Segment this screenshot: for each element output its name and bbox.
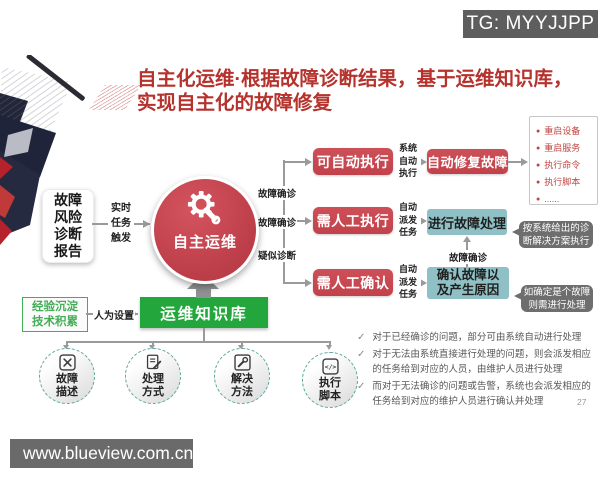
footer-url-bar: www.blueview.com.cn <box>10 439 193 468</box>
action-item: 重启设备 <box>536 123 597 140</box>
bubble-tail <box>512 228 520 236</box>
kb-item-fault-description: 故障 描述 <box>39 348 95 404</box>
arrowhead-down <box>149 345 155 350</box>
arrowhead-right <box>420 216 427 225</box>
arrowhead-right <box>305 278 312 287</box>
arrowhead-down <box>326 345 332 350</box>
connector-line <box>66 341 68 346</box>
wrench-icon <box>233 353 251 371</box>
connector-line <box>152 341 154 346</box>
fault-risk-report-box: 故障 风险 诊断 报告 <box>42 189 94 263</box>
confirm-arrow-label: 故障确诊 <box>448 250 489 264</box>
connector-line <box>66 341 330 343</box>
note-item: ✓ 而对于无法确诊的问题或告警，系统也会派发相应的任务给到对应的维护人员进行确认… <box>357 379 599 410</box>
up-arrow-stem <box>196 288 211 298</box>
trigger-labels: 实时 任务 触发 <box>108 201 134 246</box>
kb-item-solution: 解决 方法 <box>214 348 270 404</box>
check-icon: ✓ <box>357 332 366 343</box>
callout-if-confirmed: 如确定是个故障 则需进行处理 <box>514 285 593 312</box>
mid-label-dispatch-2: 自动 派发 任务 <box>395 263 421 301</box>
check-icon: ✓ <box>357 380 366 392</box>
branch-label-suspected: 疑似诊断 <box>257 248 298 262</box>
callout-follow-diagnosis: 按系统给出的诊 断解决方案执行 <box>512 221 593 248</box>
report-line: 报告 <box>54 243 82 259</box>
arrowhead-up <box>463 236 471 242</box>
connector-line <box>508 161 523 163</box>
arrowhead-right <box>305 157 312 166</box>
result-box-confirm-fault: 确认故障以 及产生原因 <box>427 267 509 299</box>
kb-item-handling-method: 处理 方式 <box>125 348 181 404</box>
note-item: ✓ 对于无法由系统直接进行处理的问题，则会派发相应的任务给到对应的人员，由维护人… <box>357 347 599 378</box>
notepad-icon <box>146 354 161 369</box>
branch-label-confirmed-2: 故障确诊 <box>257 215 298 229</box>
gear-wrench-icon <box>187 190 221 225</box>
connector-line <box>241 341 243 346</box>
manual-set-label: 人为设置 <box>93 307 135 322</box>
footer-url: www.blueview.com.cn <box>23 443 194 463</box>
tg-badge: TG: MYYJJPP <box>463 10 598 38</box>
decision-box-manual-execute: 需人工执行 <box>313 207 393 234</box>
arrowhead-down <box>238 345 244 350</box>
report-line: 故障 <box>54 192 82 208</box>
title-line-1: 自主化运维·根据故障诊断结果，基于运维知识库， <box>137 68 573 90</box>
title-line-2: 实现自主化的故障修复 <box>137 91 333 114</box>
result-box-handle-fault: 进行故障处理 <box>427 209 507 235</box>
branch-label-confirmed-1: 故障确诊 <box>257 186 298 200</box>
decision-box-auto-executable: 可自动执行 <box>313 148 393 175</box>
arrowhead-right <box>521 157 528 166</box>
connector-line <box>283 161 306 163</box>
mid-label-system-auto: 系统 自动 执行 <box>395 142 421 180</box>
trigger-label: 任务 <box>111 218 131 229</box>
knowledge-base-box: 运维知识库 <box>140 297 268 328</box>
experience-box: 经验沉淀 技术积累 <box>22 297 88 332</box>
note-item: ✓ 对于已经确诊的问题，部分可由系统自动进行处理 <box>357 330 599 346</box>
arrowhead-right <box>420 278 427 287</box>
page-title: 自主化运维·根据故障诊断结果，基于运维知识库， 实现自主化的故障修复 <box>137 68 600 115</box>
connector-line <box>203 328 205 342</box>
page-number: 27 <box>577 397 587 407</box>
trigger-label: 实时 <box>111 203 131 214</box>
arrowhead-right <box>143 219 150 228</box>
report-line: 风险 <box>54 209 82 225</box>
report-line: 诊断 <box>54 226 82 242</box>
code-icon: </> <box>321 357 339 375</box>
connector-line <box>329 341 331 346</box>
kb-item-execute-script: </> 执行 脚本 <box>302 352 358 408</box>
mid-label-dispatch-1: 自动 派发 任务 <box>395 201 421 239</box>
action-item: 执行脚本 <box>536 174 597 191</box>
notes-list: ✓ 对于已经确诊的问题，部分可由系统自动进行处理 ✓ 对于无法由系统直接进行处理… <box>357 330 599 411</box>
action-item: ...... <box>536 191 597 208</box>
circle-label: 自主运维 <box>172 234 237 251</box>
arrowhead-down <box>63 345 69 350</box>
autonomous-ops-circle: 自主运维 <box>151 176 259 284</box>
decision-box-manual-confirm: 需人工确认 <box>313 269 393 296</box>
action-item: 重启服务 <box>536 140 597 157</box>
action-list-box: 重启设备 重启服务 执行命令 执行脚本 ...... <box>529 116 598 205</box>
svg-text:</>: </> <box>324 363 336 371</box>
action-item: 执行命令 <box>536 157 597 174</box>
tools-icon <box>58 353 76 371</box>
decorative-art <box>0 55 85 245</box>
bubble-tail <box>514 292 522 300</box>
connector-line <box>283 282 306 284</box>
arrowhead-right <box>420 157 427 166</box>
check-icon: ✓ <box>357 348 366 360</box>
arrowhead-right <box>305 216 312 225</box>
trigger-label: 触发 <box>111 233 131 244</box>
result-box-auto-fix: 自动修复故障 <box>427 149 508 174</box>
